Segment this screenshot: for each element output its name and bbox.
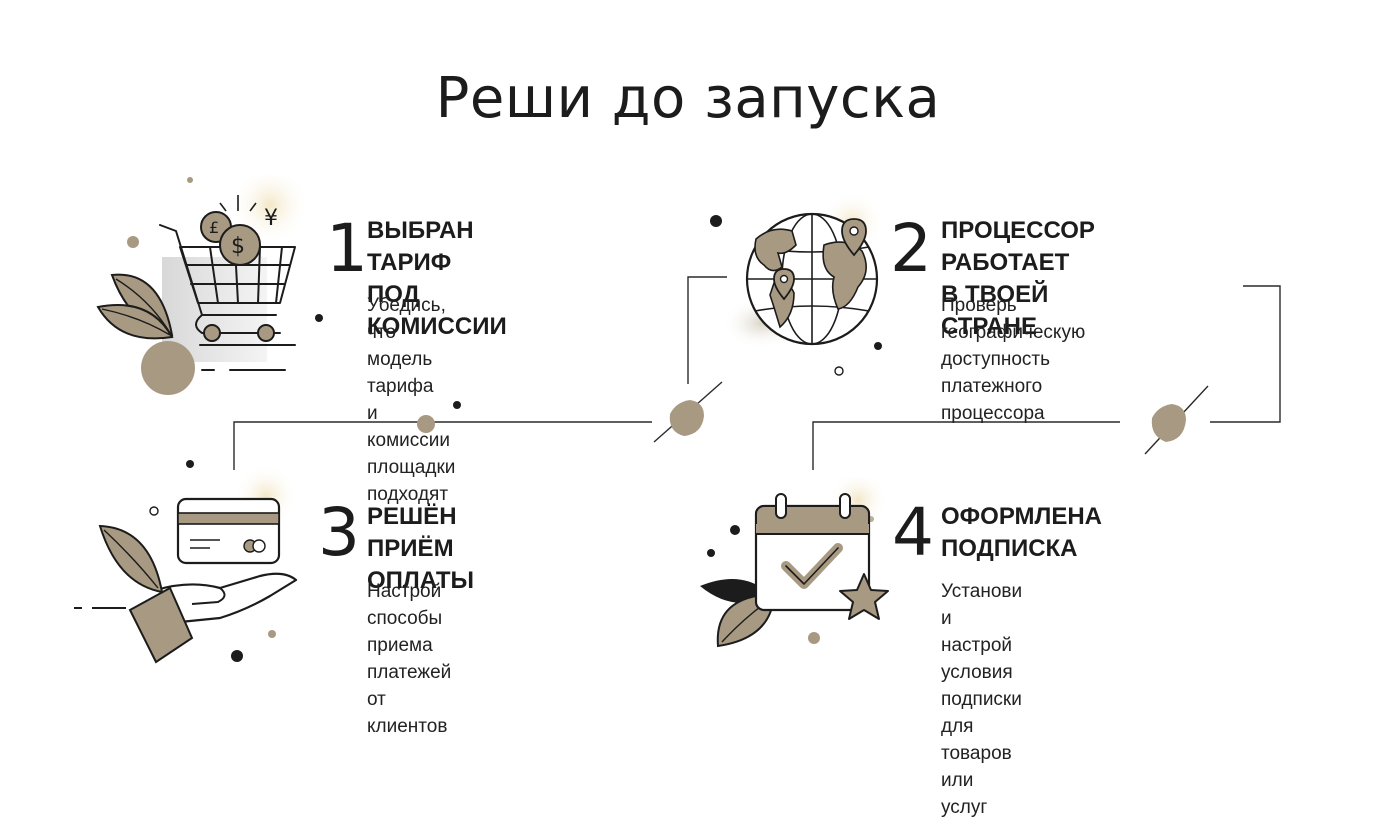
step-description: Убедись, что модель тарифа и комиссии пл… <box>367 295 456 505</box>
step-heading: Выбран тариф под комиссии <box>367 217 507 340</box>
step-description: Настрой способы приема платежей от клиен… <box>367 581 452 737</box>
svg-text:$: $ <box>231 234 245 259</box>
globe-icon <box>722 195 884 349</box>
shopping-cart-icon: £ $ ¥ <box>96 175 310 395</box>
connector-lines <box>149 177 1281 662</box>
step-heading: Решён приём оплаты <box>367 503 475 594</box>
calendar-check-icon <box>700 478 889 648</box>
step-number: 3 <box>318 494 360 571</box>
step-description: Проверь географическую доступность плате… <box>941 295 1086 424</box>
step-number: 1 <box>326 210 368 287</box>
credit-card-hand-icon <box>74 468 298 664</box>
step-heading: Оформлена подписка <box>941 503 1103 562</box>
svg-text:¥: ¥ <box>264 206 278 231</box>
step-number: 4 <box>892 494 934 571</box>
svg-text:£: £ <box>209 218 219 237</box>
step-heading: Процессор работает в твоей стране <box>941 217 1095 340</box>
step-number: 2 <box>890 210 932 287</box>
step-description: Установи и настрой условия подписки для … <box>941 581 1023 818</box>
page-title: Реши до запуска <box>435 66 941 131</box>
